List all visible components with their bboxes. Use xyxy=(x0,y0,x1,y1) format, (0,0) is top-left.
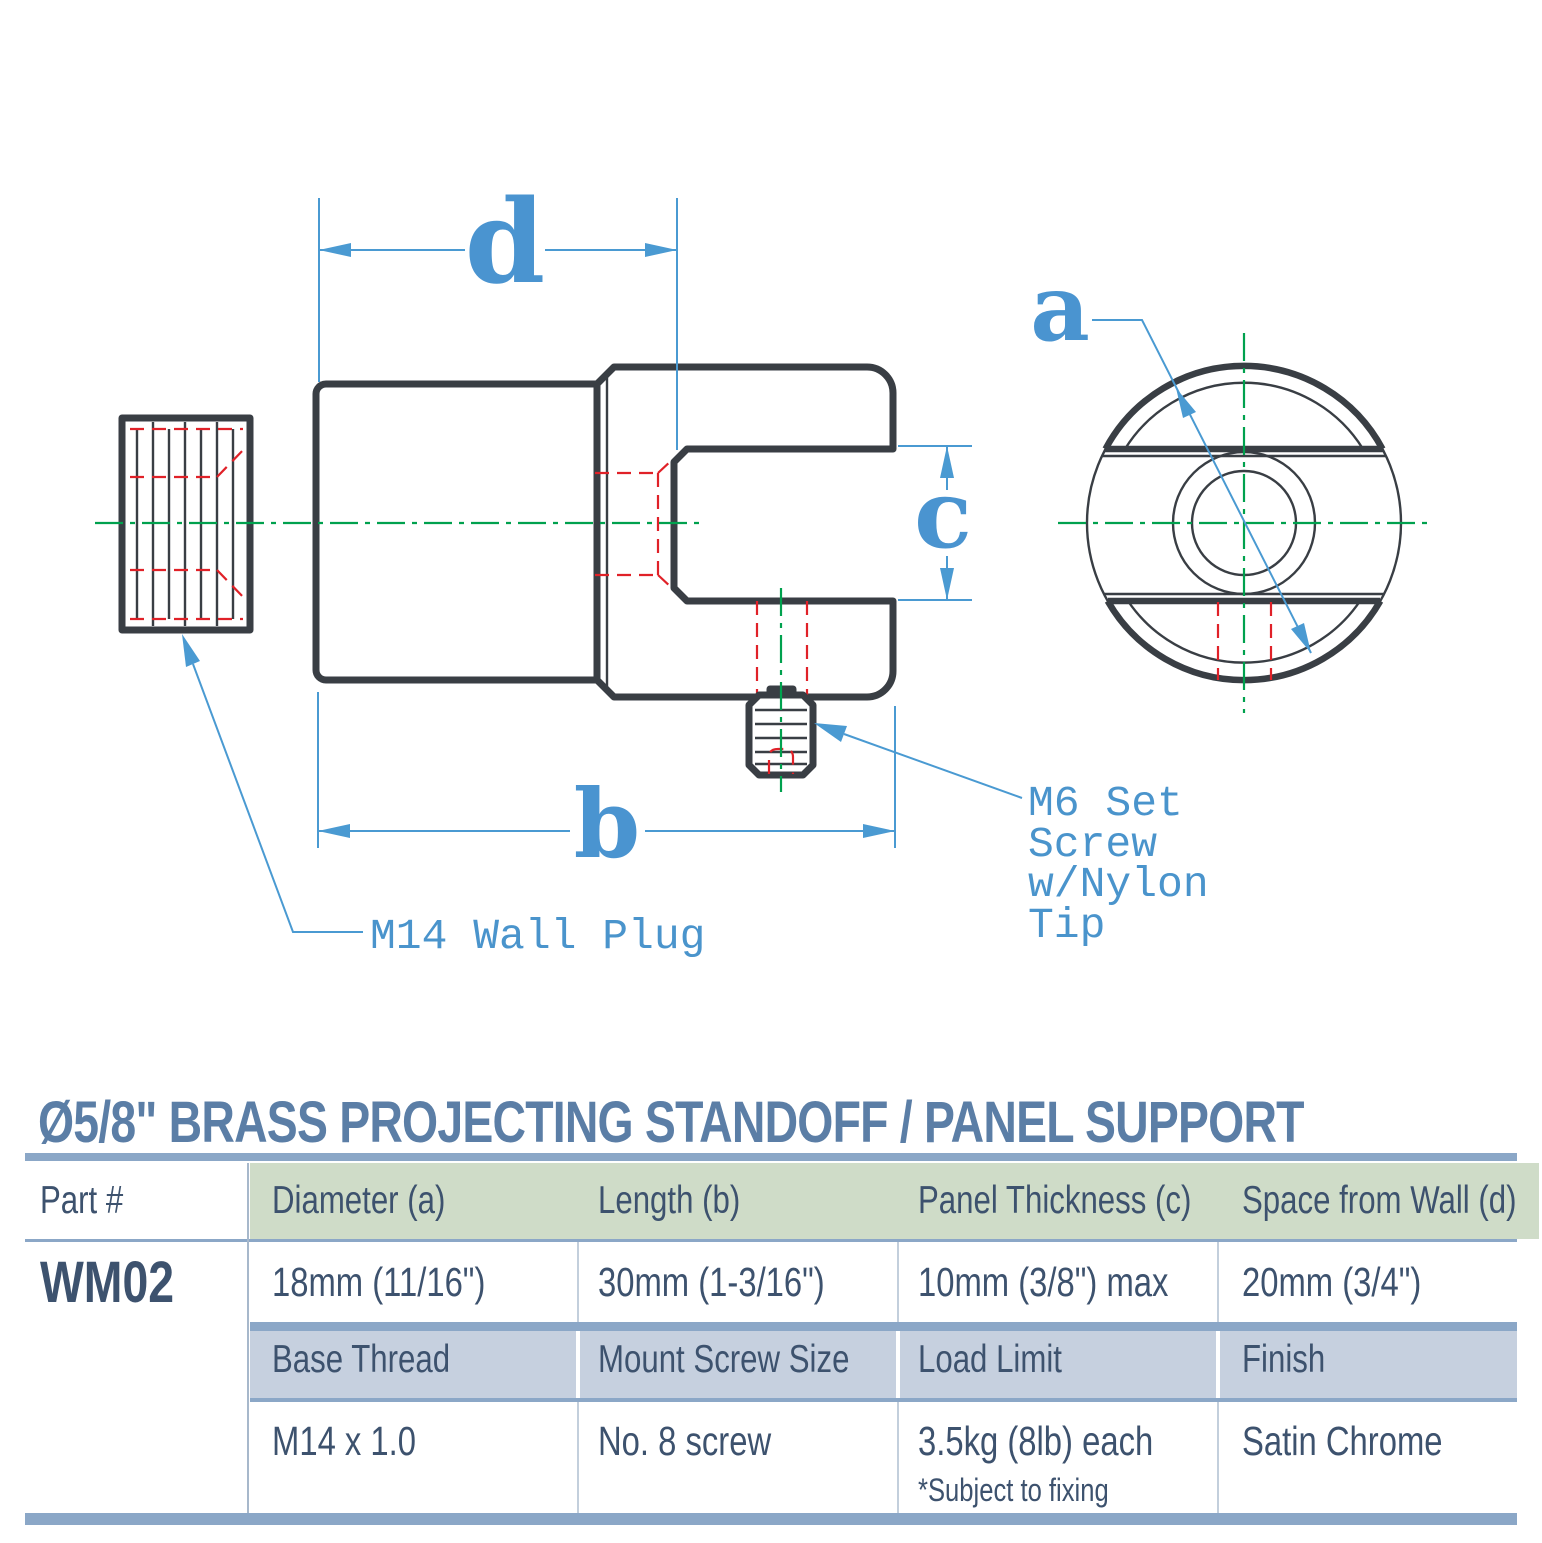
header-base-thread: Base Thread xyxy=(250,1331,576,1398)
dim-a-arrow-lower-icon xyxy=(1291,623,1311,653)
table-divider-1 xyxy=(25,1239,1517,1242)
dim-label-b: b xyxy=(574,769,640,880)
col-separator-5 xyxy=(577,1402,579,1513)
dim-d-arrow-right-icon xyxy=(645,243,677,257)
header-panel-thickness: Panel Thickness (c) xyxy=(900,1163,1234,1239)
technical-drawing: d b c a M14 Wall Plug M6 Set Screw w/Nyl… xyxy=(95,175,1430,961)
col-separator-2 xyxy=(577,1242,579,1322)
wall-plug xyxy=(118,414,254,634)
wall-plug-callout: M14 Wall Plug xyxy=(182,634,705,961)
col-separator-7 xyxy=(1217,1402,1219,1513)
fork-clevis xyxy=(593,363,897,701)
set-screw-label-line2: Screw xyxy=(1028,820,1157,869)
hidden-setscrew-hole xyxy=(755,601,809,697)
set-screw-arrow-icon xyxy=(814,723,847,742)
header-mount-screw-size: Mount Screw Size xyxy=(580,1331,896,1398)
header-part-number: Part # xyxy=(40,1179,124,1222)
cell-part-number: WM02 xyxy=(40,1249,175,1315)
dim-label-d: d xyxy=(465,175,545,310)
dim-c-arrow-down-icon xyxy=(940,568,954,600)
table-top-bar xyxy=(25,1153,1517,1161)
table-bottom-bar xyxy=(25,1513,1517,1525)
set-screw-label-line3: w/Nylon xyxy=(1028,860,1209,909)
dimension-b: b xyxy=(317,692,896,880)
cell-finish: Satin Chrome xyxy=(1242,1418,1443,1464)
wall-plug-arrow-icon xyxy=(182,634,200,667)
dim-label-c: c xyxy=(914,459,972,570)
cell-diameter: 18mm (11/16") xyxy=(272,1258,486,1305)
col-separator-3 xyxy=(897,1242,899,1322)
col-separator-1 xyxy=(247,1163,249,1513)
col-separator-4 xyxy=(1217,1242,1219,1322)
set-screw-label-line1: M6 Set xyxy=(1028,779,1183,828)
cell-length: 30mm (1-3/16") xyxy=(598,1258,825,1305)
dim-b-arrow-right-icon xyxy=(863,824,895,838)
set-screw-callout: M6 Set Screw w/Nylon Tip xyxy=(814,723,1209,950)
header-load-limit: Load Limit xyxy=(900,1331,1216,1398)
col-separator-6 xyxy=(897,1402,899,1513)
dim-b-arrow-left-icon xyxy=(318,824,350,838)
dim-c-arrow-up-icon xyxy=(940,446,954,478)
dim-label-a: a xyxy=(1030,254,1090,362)
dimension-d: d xyxy=(318,175,678,450)
cell-load-limit: 3.5kg (8lb) each *Subject to fixing xyxy=(918,1418,1154,1508)
dim-a-arrow-upper-icon xyxy=(1176,388,1196,418)
dimension-c: c xyxy=(898,445,972,601)
header-finish: Finish xyxy=(1220,1331,1517,1398)
hidden-setscrew-endview xyxy=(1216,602,1273,680)
table-bar-2 xyxy=(250,1322,1517,1331)
cell-mount-screw-size: No. 8 screw xyxy=(598,1418,772,1464)
wall-plug-label: M14 Wall Plug xyxy=(370,912,705,961)
table-divider-2 xyxy=(250,1398,1517,1402)
cell-space-from-wall: 20mm (3/4") xyxy=(1242,1258,1422,1305)
dimension-a: a xyxy=(1030,254,1312,654)
cell-panel-thickness: 10mm (3/8") max xyxy=(918,1258,1169,1305)
dim-d-arrow-left-icon xyxy=(319,243,351,257)
standoff-body xyxy=(312,372,609,692)
header-length: Length (b) xyxy=(580,1163,914,1239)
page-title: Ø5/8" BRASS PROJECTING STANDOFF / PANEL … xyxy=(38,1090,1305,1155)
header-diameter: Diameter (a) xyxy=(250,1163,598,1239)
load-limit-note: *Subject to fixing xyxy=(918,1472,1109,1508)
cell-base-thread: M14 x 1.0 xyxy=(272,1418,417,1464)
hidden-thread-lines xyxy=(595,459,673,589)
side-view xyxy=(95,363,897,792)
set-screw-label-line4: Tip xyxy=(1028,901,1105,950)
header-space-from-wall: Space from Wall (d) xyxy=(1220,1163,1539,1239)
